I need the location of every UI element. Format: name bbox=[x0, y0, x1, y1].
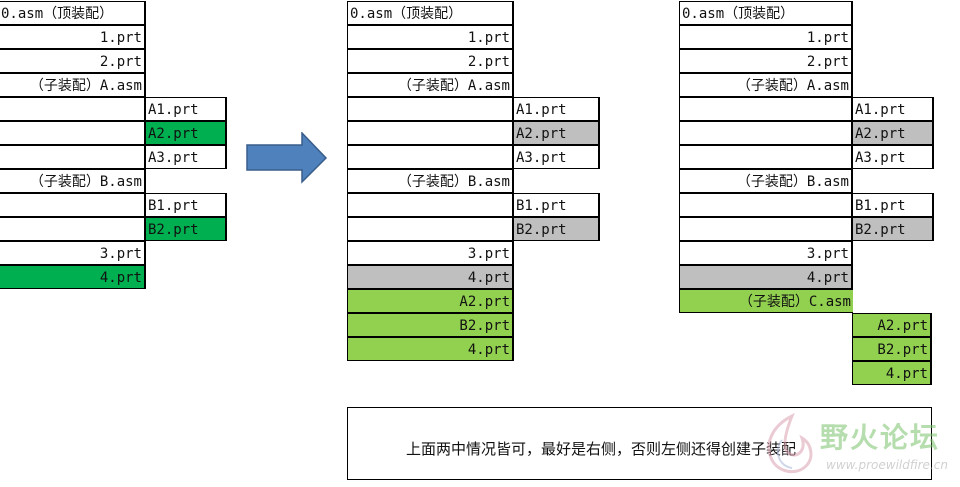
left-row-empty bbox=[0, 193, 146, 217]
middle-cell-a1: A1.prt bbox=[513, 97, 600, 121]
note-text: 上面两中情况皆可，最好是右侧，否则左侧还得创建子装配 bbox=[406, 440, 797, 458]
left-cell-a3: A3.prt bbox=[145, 145, 227, 169]
middle-row-empty bbox=[347, 193, 514, 217]
right-row-part-1: 1.prt bbox=[679, 25, 853, 49]
left-row-empty bbox=[0, 145, 146, 169]
right-row-part-4: 4.prt bbox=[679, 265, 853, 289]
middle-row-part-1: 1.prt bbox=[347, 25, 514, 49]
left-cell-a2: A2.prt bbox=[145, 121, 227, 145]
right-row-part-2: 2.prt bbox=[679, 49, 853, 73]
right-row-subassembly-b: （子装配）B.asm bbox=[679, 169, 853, 193]
right-row-empty bbox=[679, 145, 853, 169]
right-row-empty bbox=[679, 217, 853, 241]
right-cell-a3: A3.prt bbox=[852, 145, 934, 169]
right-row-empty bbox=[679, 121, 853, 145]
left-row-empty bbox=[0, 217, 146, 241]
right-cell-b2: B2.prt bbox=[852, 217, 934, 241]
middle-row-subassembly-b: （子装配）B.asm bbox=[347, 169, 514, 193]
flame-logo-icon bbox=[767, 412, 813, 474]
left-row-part-2: 2.prt bbox=[0, 49, 146, 73]
left-row-empty bbox=[0, 121, 146, 145]
middle-row-moved-b2: B2.prt bbox=[347, 313, 514, 337]
left-row-subassembly-a: （子装配）A.asm bbox=[0, 73, 146, 97]
left-cell-b2: B2.prt bbox=[145, 217, 227, 241]
middle-row-moved-4: 4.prt bbox=[347, 337, 514, 361]
left-row-top-assembly: 0.asm（顶装配） bbox=[0, 1, 146, 25]
left-row-subassembly-b: （子装配）B.asm bbox=[0, 169, 146, 193]
middle-row-top-assembly: 0.asm（顶装配） bbox=[347, 1, 514, 25]
middle-row-empty bbox=[347, 97, 514, 121]
middle-row-part-3: 3.prt bbox=[347, 241, 514, 265]
middle-row-subassembly-a: （子装配）A.asm bbox=[347, 73, 514, 97]
watermark-title: 野火论坛 bbox=[820, 421, 941, 454]
right-row-subassembly-c: （子装配）C.asm bbox=[679, 289, 853, 313]
middle-cell-b2: B2.prt bbox=[513, 217, 600, 241]
right-cell-c-b2: B2.prt bbox=[852, 337, 932, 361]
watermark: 野火论坛 www.proewildfire.cn bbox=[752, 410, 960, 482]
right-row-part-3: 3.prt bbox=[679, 241, 853, 265]
left-row-part-4: 4.prt bbox=[0, 265, 146, 289]
left-row-empty bbox=[0, 97, 146, 121]
watermark-url: www.proewildfire.cn bbox=[826, 458, 948, 472]
middle-cell-a2: A2.prt bbox=[513, 121, 600, 145]
right-cell-a1: A1.prt bbox=[852, 97, 934, 121]
right-cell-a2: A2.prt bbox=[852, 121, 934, 145]
middle-row-empty bbox=[347, 145, 514, 169]
left-cell-b1: B1.prt bbox=[145, 193, 227, 217]
middle-row-part-2: 2.prt bbox=[347, 49, 514, 73]
note-box: 上面两中情况皆可，最好是右侧，否则左侧还得创建子装配 bbox=[347, 407, 932, 480]
right-arrow-icon bbox=[246, 132, 328, 184]
right-cell-c-a2: A2.prt bbox=[852, 313, 932, 337]
middle-row-part-4: 4.prt bbox=[347, 265, 514, 289]
right-row-empty bbox=[679, 97, 853, 121]
right-cell-b1: B1.prt bbox=[852, 193, 934, 217]
left-row-part-3: 3.prt bbox=[0, 241, 146, 265]
middle-row-empty bbox=[347, 121, 514, 145]
right-row-top-assembly: 0.asm（顶装配） bbox=[679, 1, 853, 25]
left-row-part-1: 1.prt bbox=[0, 25, 146, 49]
middle-row-empty bbox=[347, 217, 514, 241]
middle-row-moved-a2: A2.prt bbox=[347, 289, 514, 313]
middle-cell-a3: A3.prt bbox=[513, 145, 600, 169]
left-cell-a1: A1.prt bbox=[145, 97, 227, 121]
right-row-subassembly-a: （子装配）A.asm bbox=[679, 73, 853, 97]
middle-cell-b1: B1.prt bbox=[513, 193, 600, 217]
right-cell-c-4: 4.prt bbox=[852, 361, 932, 385]
right-row-empty bbox=[679, 193, 853, 217]
